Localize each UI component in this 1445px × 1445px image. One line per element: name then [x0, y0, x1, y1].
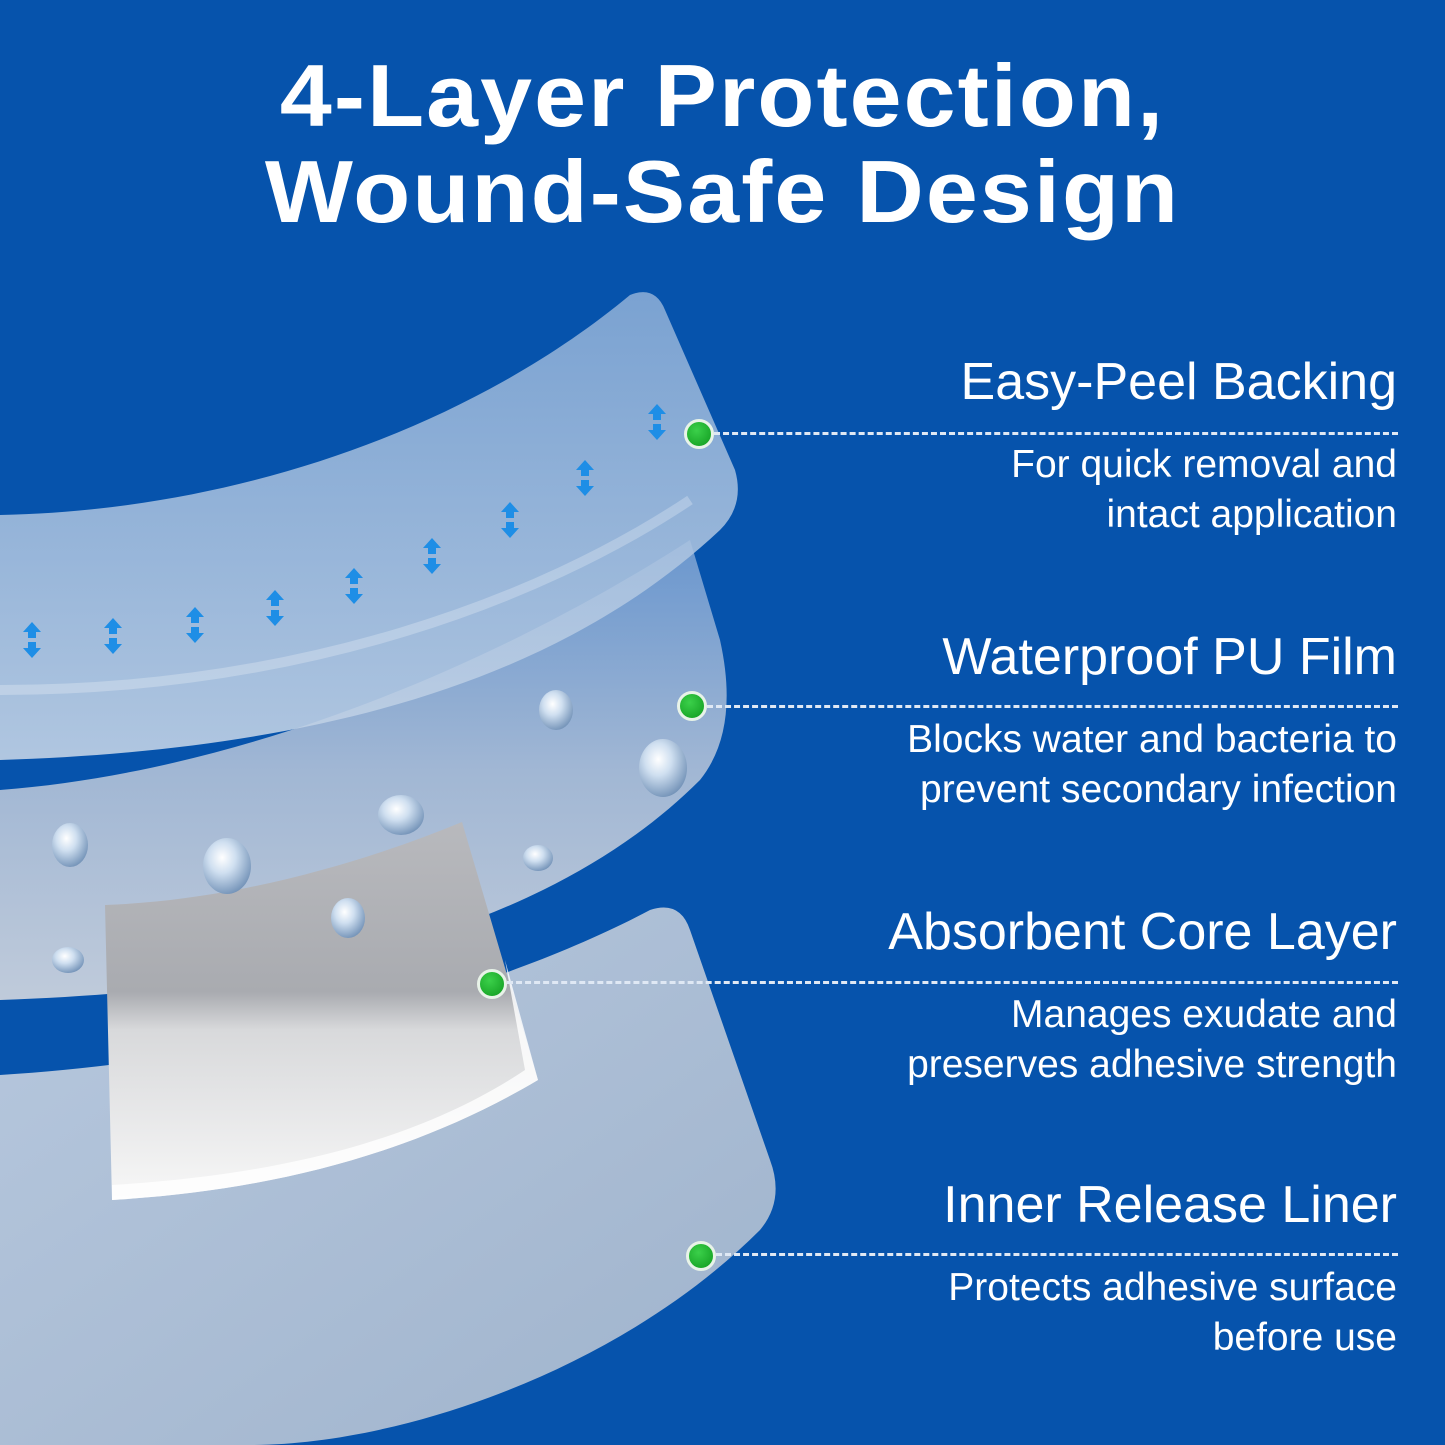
marker-absorbent-core	[477, 969, 507, 999]
layer-inner-release-liner	[0, 907, 776, 1445]
label-easy-peel-backing: Easy-Peel Backing For quick removal and …	[961, 352, 1397, 540]
marker-waterproof-pu-film	[677, 691, 707, 721]
page-title: 4-Layer Protection, Wound-Safe Design	[0, 48, 1445, 240]
layer-description: before use	[1212, 1316, 1397, 1359]
leader-line-waterproof-pu-film	[707, 705, 1398, 708]
layer-waterproof-pu-film	[0, 540, 727, 1000]
layer-description: intact application	[1106, 493, 1397, 536]
leader-line-easy-peel-backing	[714, 432, 1398, 435]
label-inner-release-liner: Inner Release Liner Protects adhesive su…	[943, 1175, 1397, 1363]
layer-easy-peel-backing	[0, 292, 738, 760]
water-droplet-icon-group	[52, 690, 687, 973]
layer-description: Manages exudate and	[1011, 993, 1397, 1036]
leader-line-inner-release-liner	[716, 1253, 1398, 1256]
layer-description: preserves adhesive strength	[907, 1043, 1397, 1086]
leader-line-absorbent-core	[507, 981, 1398, 984]
label-waterproof-pu-film: Waterproof PU Film Blocks water and bact…	[907, 627, 1397, 815]
layer-description: prevent secondary infection	[920, 768, 1397, 811]
label-absorbent-core-layer: Absorbent Core Layer Manages exudate and…	[888, 902, 1397, 1090]
title-line-2: Wound-Safe Design	[264, 142, 1181, 241]
layer-description: Blocks water and bacteria to	[907, 718, 1397, 761]
up-down-arrow-icon-group	[23, 404, 666, 658]
layer-absorbent-core	[105, 822, 538, 1200]
layer-name: Inner Release Liner	[943, 1176, 1397, 1234]
layer-name: Waterproof PU Film	[942, 628, 1397, 686]
layer-description: For quick removal and	[1011, 443, 1397, 486]
layer-name: Easy-Peel Backing	[960, 353, 1397, 411]
marker-inner-release-liner	[686, 1241, 716, 1271]
layer-description: Protects adhesive surface	[948, 1266, 1397, 1309]
title-line-1: 4-Layer Protection,	[279, 46, 1166, 145]
marker-easy-peel-backing	[684, 419, 714, 449]
layer-name: Absorbent Core Layer	[888, 903, 1397, 961]
